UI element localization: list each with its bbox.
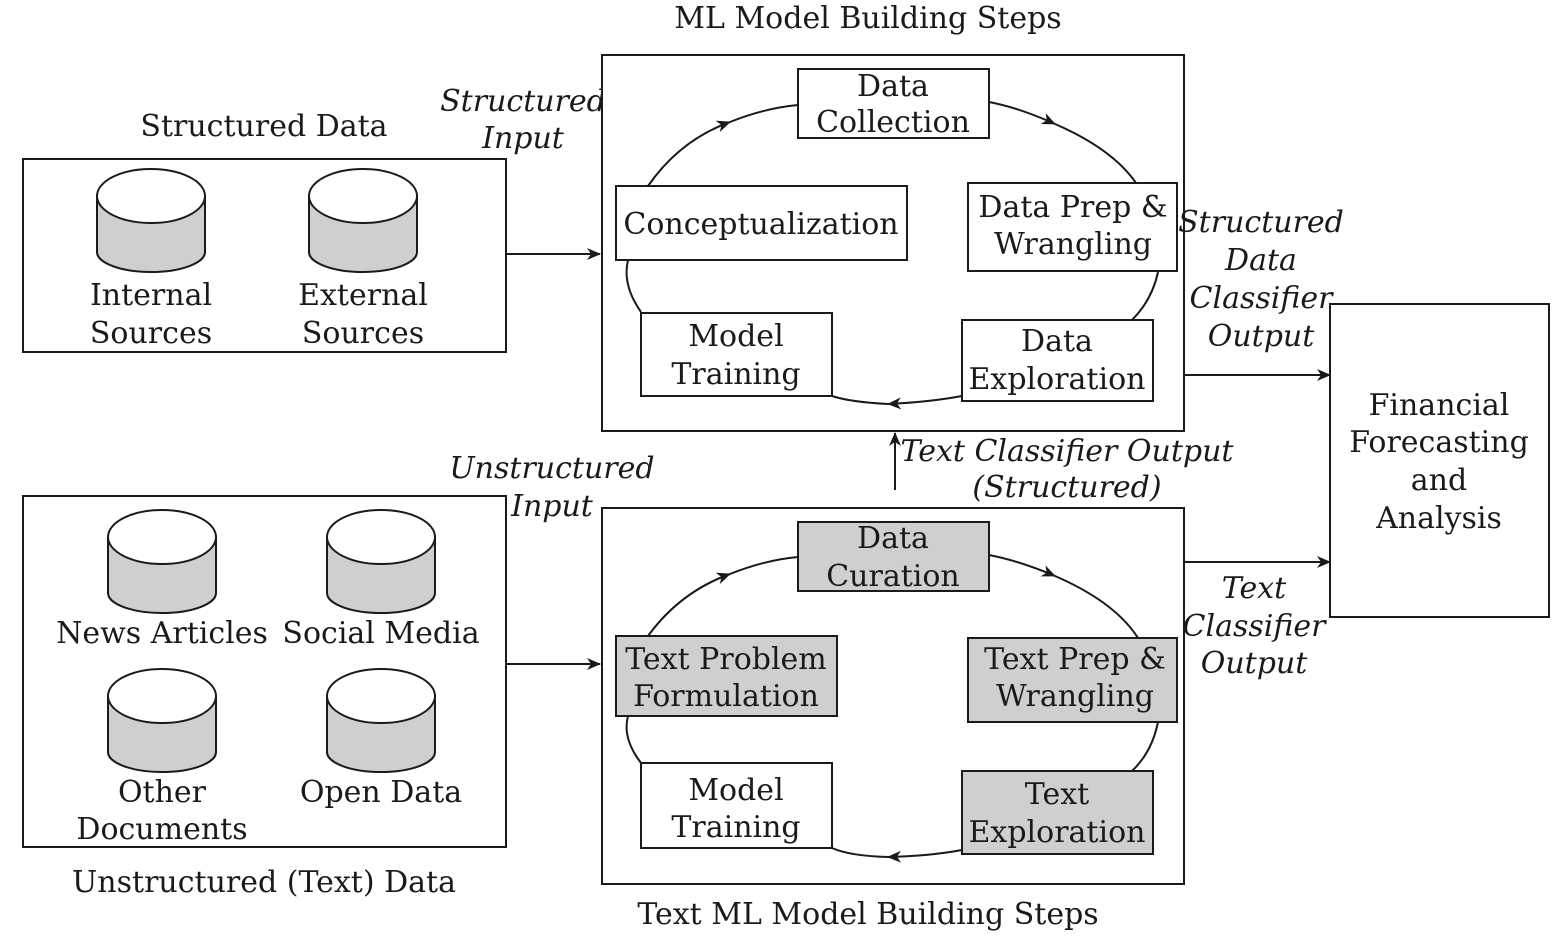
- cycle-arrow: [988, 554, 1056, 577]
- structured-input-label: Structured: [440, 84, 606, 119]
- step-data-exploration: Data Exploration: [961, 319, 1154, 402]
- svg-text:Conceptualization: Conceptualization: [623, 207, 898, 242]
- source-label: Other: [118, 775, 207, 810]
- svg-text:Data: Data: [857, 521, 929, 556]
- ml-steps-title: ML Model Building Steps: [674, 1, 1061, 36]
- structured-output-label: Data: [1224, 243, 1297, 278]
- database-icon: [308, 168, 418, 273]
- unstructured-input-label: Input: [510, 489, 594, 524]
- cycle-arrow: [831, 395, 889, 405]
- source-label: Documents: [76, 812, 247, 847]
- cycle-arrow: [729, 556, 799, 575]
- financial-forecasting-box: Financial Forecasting and Analysis: [1329, 303, 1550, 618]
- svg-text:Data: Data: [1021, 324, 1093, 359]
- svg-text:Collection: Collection: [816, 105, 970, 140]
- cycle-arrow: [625, 715, 642, 764]
- svg-text:Text Prep &: Text Prep &: [984, 642, 1166, 677]
- structured-output-label: Output: [1208, 319, 1315, 354]
- svg-text:Curation: Curation: [826, 559, 960, 594]
- svg-text:and: and: [1411, 463, 1467, 498]
- step-model-training: Model Training: [640, 762, 833, 849]
- source-label: External: [298, 278, 428, 313]
- text-output-label: Output: [1201, 646, 1308, 681]
- cycle-arrow: [887, 849, 963, 863]
- structured-output-label: Classifier: [1190, 281, 1335, 316]
- structured-data-box: Internal Sources External Sources: [22, 158, 507, 353]
- svg-text:Text: Text: [1025, 777, 1089, 812]
- cycle-arrow: [1054, 123, 1139, 187]
- svg-text:Training: Training: [671, 810, 800, 845]
- unstructured-data-title: Unstructured (Text) Data: [72, 865, 456, 900]
- unstructured-data-box: News Articles Social Media Other Documen…: [22, 495, 507, 848]
- cycle-arrow: [1054, 575, 1139, 639]
- step-conceptualization: Conceptualization: [615, 185, 908, 261]
- step-model-training: Model Training: [640, 312, 833, 397]
- svg-text:Data Prep &: Data Prep &: [978, 190, 1167, 225]
- source-label: Social Media: [282, 616, 479, 651]
- svg-text:Exploration: Exploration: [969, 815, 1146, 850]
- cycle-arrow: [729, 104, 799, 123]
- cycle-arrow: [647, 120, 731, 187]
- source-label: Internal: [90, 278, 212, 313]
- structured-input-label: Input: [481, 121, 565, 156]
- unstructured-input-label: Unstructured: [449, 451, 654, 486]
- database-icon: [107, 668, 217, 773]
- cycle-arrow: [1131, 721, 1159, 772]
- svg-text:Training: Training: [671, 357, 800, 392]
- svg-text:Forecasting: Forecasting: [1349, 425, 1529, 460]
- text-ml-steps-panel: Data Curation Text Problem Formulation T…: [601, 507, 1185, 885]
- step-data-collection: Data Collection: [797, 68, 990, 140]
- text-output-label: Classifier: [1183, 609, 1328, 644]
- structured-output-label: Structured: [1178, 205, 1344, 240]
- step-data-prep: Data Prep & Wrangling: [967, 182, 1178, 272]
- svg-text:Formulation: Formulation: [633, 679, 819, 714]
- svg-text:Analysis: Analysis: [1375, 501, 1502, 536]
- structured-data-title: Structured Data: [140, 109, 387, 144]
- database-icon: [326, 668, 436, 773]
- database-icon: [326, 509, 436, 614]
- cycle-arrow: [887, 395, 963, 410]
- cycle-arrow: [831, 847, 889, 858]
- svg-text:Text Problem: Text Problem: [625, 642, 827, 677]
- text-classifier-structured-label: Text Classifier Output: [901, 434, 1235, 469]
- svg-text:Model: Model: [688, 773, 783, 808]
- source-label: Sources: [90, 316, 212, 351]
- source-label: News Articles: [56, 616, 268, 651]
- cycle-arrow: [647, 572, 731, 637]
- svg-text:Model: Model: [688, 319, 783, 354]
- text-ml-steps-title: Text ML Model Building Steps: [637, 897, 1098, 932]
- svg-text:Exploration: Exploration: [969, 362, 1146, 397]
- step-text-prep: Text Prep & Wrangling: [967, 637, 1178, 723]
- svg-text:Wrangling: Wrangling: [994, 227, 1152, 262]
- svg-text:Data: Data: [857, 69, 929, 104]
- cycle-arrow: [988, 101, 1056, 125]
- step-data-curation: Data Curation: [797, 521, 990, 594]
- source-label: Open Data: [300, 775, 462, 810]
- text-output-label: Text: [1222, 571, 1287, 606]
- database-icon: [107, 509, 217, 614]
- svg-text:Financial: Financial: [1369, 388, 1510, 423]
- cycle-arrow: [625, 259, 642, 313]
- step-text-problem-formulation: Text Problem Formulation: [615, 635, 838, 717]
- svg-text:Wrangling: Wrangling: [996, 679, 1154, 714]
- source-label: Sources: [302, 316, 424, 351]
- text-classifier-structured-label: (Structured): [972, 470, 1161, 505]
- ml-steps-panel: Data Collection Conceptualization Data P…: [601, 54, 1185, 432]
- cycle-arrow: [1131, 271, 1159, 321]
- database-icon: [96, 168, 206, 273]
- step-text-exploration: Text Exploration: [961, 770, 1154, 855]
